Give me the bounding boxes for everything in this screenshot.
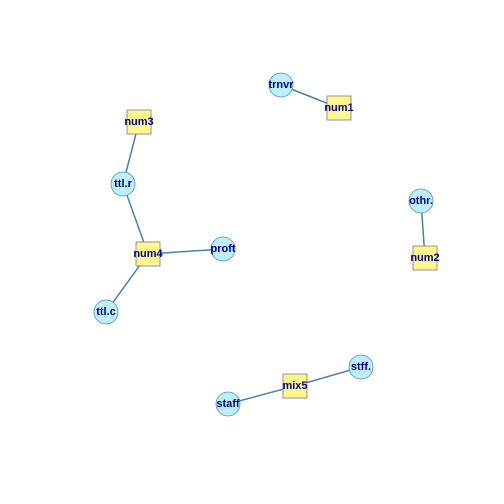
- node-label: num3: [124, 116, 153, 128]
- node-label: ttl.r: [114, 178, 132, 190]
- node-trnvr: trnvr: [268, 72, 294, 98]
- node-label: num2: [410, 252, 439, 264]
- square-node-shape: [282, 373, 308, 399]
- square-node-shape: [326, 95, 352, 121]
- node-num2: num2: [410, 245, 440, 271]
- node-label: staff: [216, 398, 240, 410]
- square-node-shape: [135, 241, 161, 267]
- circle-node-shape: [215, 391, 241, 417]
- node-label: mix5: [282, 380, 307, 392]
- node-num3: num3: [124, 109, 154, 135]
- circle-node-shape: [348, 354, 374, 380]
- node-stff: stff.: [348, 354, 374, 380]
- circle-node-shape: [210, 236, 236, 262]
- node-staff: staff: [215, 391, 241, 417]
- node-ttl-r: ttl.r: [110, 171, 136, 197]
- node-label: num1: [324, 102, 353, 114]
- node-label: ttl.c: [96, 306, 116, 318]
- node-othr: othr.: [408, 188, 434, 214]
- circle-node-shape: [93, 299, 119, 325]
- circle-node-shape: [110, 171, 136, 197]
- node-num4: num4: [133, 241, 164, 267]
- circle-node-shape: [408, 188, 434, 214]
- node-proft: proft: [210, 236, 236, 262]
- node-ttl-c: ttl.c: [93, 299, 119, 325]
- node-label: stff.: [351, 361, 371, 373]
- node-mix5: mix5: [282, 373, 308, 399]
- edge-num4-proft: [147, 248, 224, 255]
- square-node-shape: [126, 109, 152, 135]
- circle-node-shape: [268, 72, 294, 98]
- node-label: othr.: [409, 195, 433, 207]
- node-label: trnvr: [268, 79, 294, 91]
- node-num1: num1: [324, 95, 354, 121]
- nodes-layer: trnvr num1 num3 ttl.r num4 proft ttl.c othr. num…: [93, 72, 440, 417]
- square-node-shape: [412, 245, 438, 271]
- node-label: num4: [133, 248, 163, 260]
- node-label: proft: [210, 243, 235, 255]
